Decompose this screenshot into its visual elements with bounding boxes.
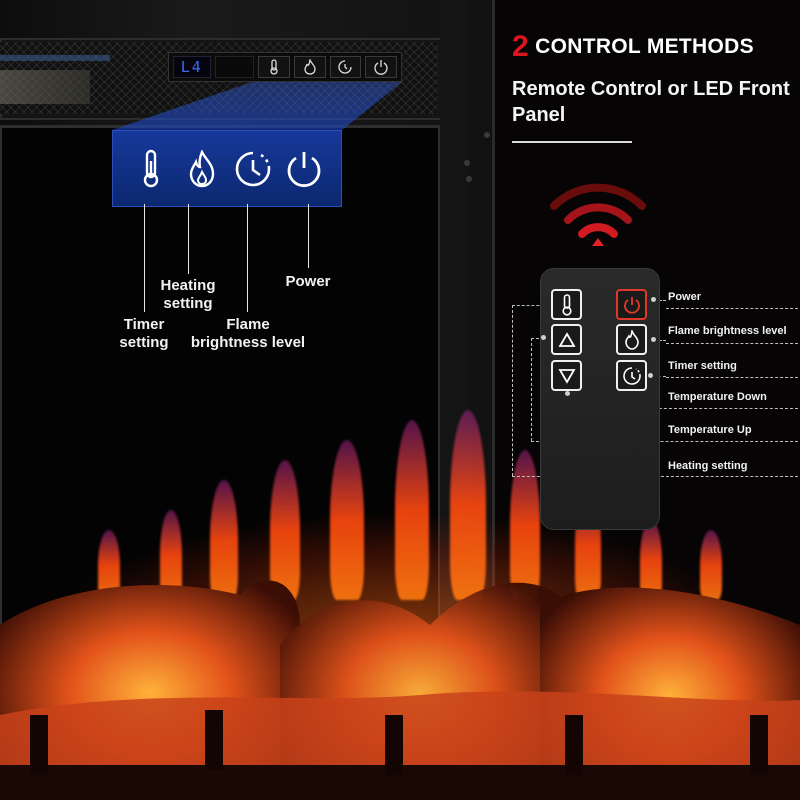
underline-temp-down [568,408,798,409]
remote-label-power: Power [668,291,702,303]
flame-icon [189,149,214,187]
underline-temp-up [531,441,798,442]
power-icon [287,151,320,187]
leader-line-power [308,204,309,268]
remote-temp-down-button[interactable] [551,360,582,391]
frame-rivet [484,132,490,138]
remote-temp-up-button[interactable] [551,324,582,355]
section-heading: 2 CONTROL METHODS [512,30,754,64]
flame-icon [304,59,316,75]
panel-power-button[interactable] [365,56,397,78]
mesh-blue-light [0,55,110,61]
remote-power-button[interactable] [616,289,647,320]
flame [330,440,364,600]
glowing-logs [0,580,800,800]
heading-number: 2 [512,30,529,63]
connector-temp-up-v [531,338,532,441]
remote-timer-button[interactable] [616,360,647,391]
flame [640,520,662,600]
zoom-power [284,149,324,189]
mesh-reflection [0,70,90,104]
leader-line-heating [188,204,189,274]
panel-flame-button[interactable] [293,56,326,78]
label-heating-setting: Heating setting [160,277,216,312]
label-power: Power [285,273,331,290]
led-front-panel: L4 [168,52,402,82]
thermometer-icon [561,293,572,316]
frame-rivet [464,160,470,166]
thermometer-icon [143,149,158,187]
remote-flame-button[interactable] [616,324,647,355]
timer-icon [622,366,641,385]
flame [450,410,486,600]
underline-flame [666,343,798,344]
zoom-flame [182,149,222,189]
section-subheading: Remote Control or LED Front Panel [512,78,790,126]
remote-label-temp-down: Temperature Down [668,391,767,403]
connector-dot [651,337,656,342]
led-display: L4 [173,56,211,78]
thermometer-icon [270,59,278,75]
timer-icon [338,60,353,74]
connector-dot [541,335,546,340]
leader-line-flame [247,204,248,312]
connector-heating-h [512,305,549,306]
heading-divider [512,141,632,143]
zoom-timer [233,149,273,189]
connector-dot [565,391,570,396]
remote-label-heating: Heating setting [668,460,748,472]
flame [98,530,120,600]
triangle-down-icon [557,368,576,384]
remote-label-timer: Timer setting [668,360,737,372]
label-timer-setting: Timer setting [119,316,169,351]
remote-heating-button[interactable] [551,289,582,320]
leader-line-timer [144,204,145,312]
power-icon [374,60,388,75]
remote-label-flame: Flame brightness level [668,325,787,337]
panel-timer-button[interactable] [329,56,362,78]
frame-rivet [466,176,472,182]
flame [160,510,182,600]
heading-text: CONTROL METHODS [535,35,754,58]
zoomed-control-panel [112,130,342,207]
connector-heating-v [512,305,513,476]
flame [270,460,300,600]
label-flame-brightness: Flame brightness level [190,316,306,351]
power-icon [623,296,640,314]
underline-timer [666,377,798,378]
panel-temperature-button[interactable] [258,56,290,78]
flame [510,450,540,600]
remote-label-temp-up: Temperature Up [668,424,752,436]
flame [395,420,429,600]
timer-icon [235,151,270,186]
connector-dot [651,297,656,302]
triangle-up-icon [557,331,576,347]
flame [700,530,722,600]
wireless-signal-icon [550,183,646,246]
zoom-thermometer [131,149,171,189]
connector-flame [655,340,666,341]
led-blank [214,56,255,78]
flame [210,480,238,600]
underline-power [666,308,798,309]
connector-dot [648,373,653,378]
flame-icon [624,329,639,350]
connector-power [655,300,666,301]
